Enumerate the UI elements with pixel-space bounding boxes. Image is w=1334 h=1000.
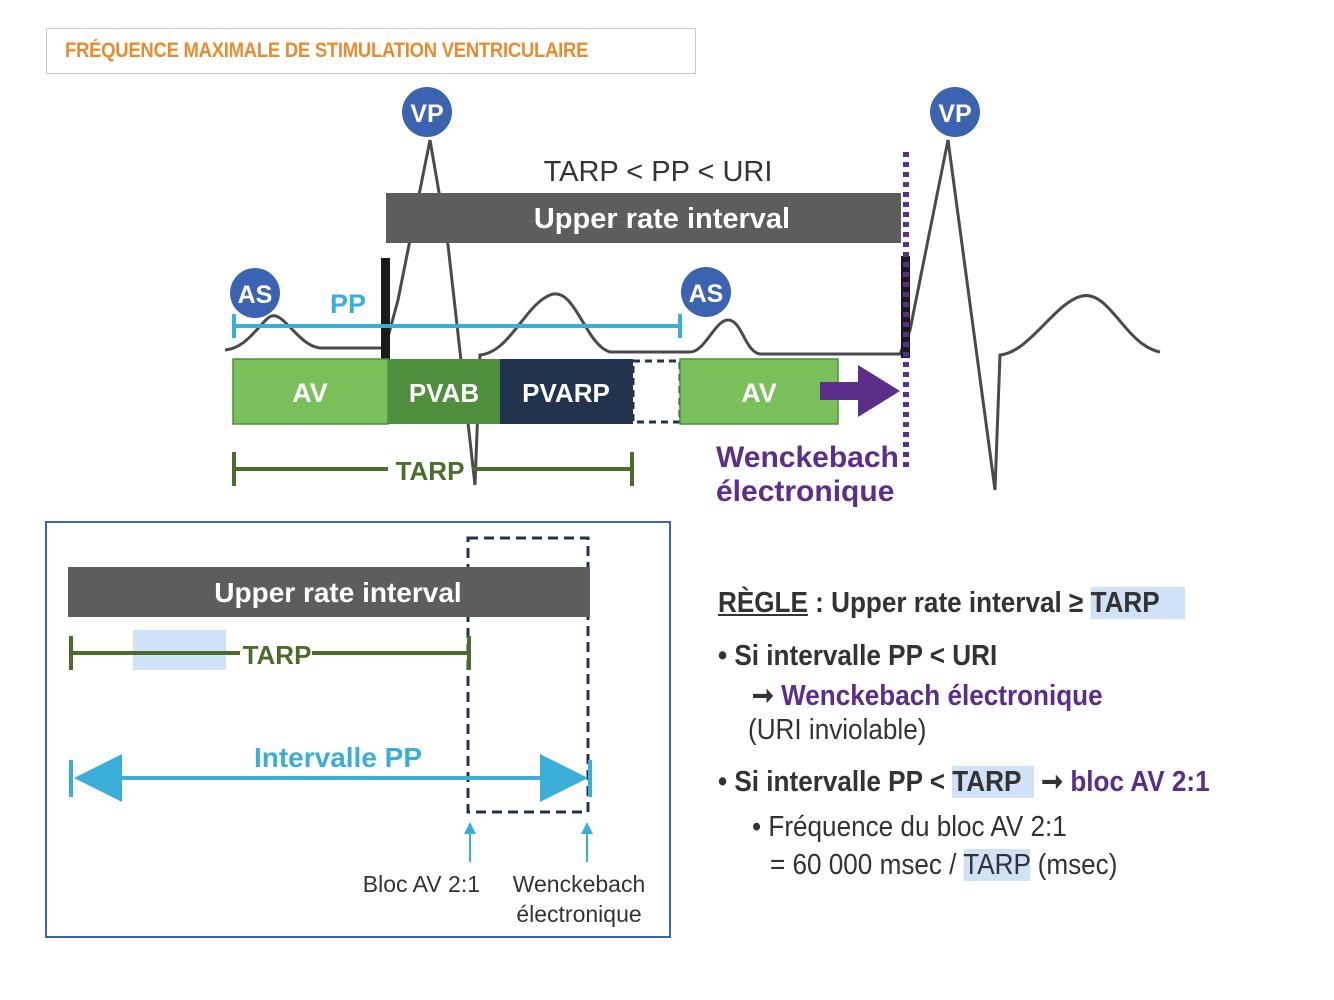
inset-upper-rate-label: Upper rate interval: [214, 577, 461, 608]
wenckebach-label-2: électronique: [716, 475, 894, 508]
rule-b2-tarp: TARP: [952, 766, 1034, 798]
seg-pvarp: [500, 359, 633, 424]
seg-pvab: [388, 359, 500, 424]
vp-marker-2: VP: [930, 87, 980, 137]
inset-wenck-label-2: électronique: [516, 901, 641, 927]
rule-b3-line1: Fréquence du bloc AV 2:1: [768, 811, 1067, 843]
rule-b1-result-line: ➞ Wenckebach électronique: [752, 680, 1103, 712]
inset-tarp-label: TARP: [243, 640, 312, 670]
rule-heading-word: RÈGLE: [718, 587, 808, 619]
wenckebach-arrow: [820, 365, 900, 417]
as-marker-1: AS: [230, 268, 280, 318]
rule-b3-tarp: TARP: [963, 849, 1031, 881]
rule-b3-post: (msec): [1030, 849, 1118, 881]
rule-b2-text: Si intervalle PP <: [734, 766, 953, 798]
inset-wenck-label-1: Wenckebach: [513, 871, 646, 897]
wenckebach-label-1: Wenckebach: [716, 441, 899, 474]
inset-box: [45, 521, 671, 938]
rule-bullet-2: • Si intervalle PP < TARP ➞ bloc AV 2:1: [718, 766, 1210, 798]
rule-b1-text: Si intervalle PP < URI: [734, 640, 998, 672]
rule-sub-1: • Fréquence du bloc AV 2:1: [752, 811, 1067, 843]
rule-heading-tarp: TARP: [1090, 587, 1185, 619]
seg-av1-label: AV: [292, 378, 328, 408]
svg-text:VP: VP: [410, 100, 443, 128]
rule-bullet-1: • Si intervalle PP < URI: [718, 640, 998, 672]
as-marker-2: AS: [681, 267, 731, 317]
rule-b1-result: Wenckebach électronique: [781, 680, 1103, 712]
vp-marker-1: VP: [402, 87, 452, 137]
upper-rate-label: Upper rate interval: [534, 203, 790, 235]
svg-text:VP: VP: [938, 100, 971, 128]
seg-av2: [679, 358, 839, 425]
rule-heading-rest: : Upper rate interval ≥: [807, 587, 1091, 619]
inset-bloc-label: Bloc AV 2:1: [363, 871, 480, 897]
seg-av2-label: AV: [741, 378, 777, 408]
rule-heading: RÈGLE : Upper rate interval ≥ TARP: [718, 587, 1185, 620]
inset-pp-label: Intervalle PP: [254, 742, 422, 773]
svg-text:AS: AS: [689, 280, 724, 308]
title-box: FRÉQUENCE MAXIMALE DE STIMULATION VENTRI…: [46, 28, 696, 74]
inset-dashed-window: [466, 536, 590, 814]
inset-highlight: [133, 630, 226, 670]
seg-gap: [631, 359, 682, 424]
atrial-blank-marker: [381, 258, 390, 360]
svg-text:AS: AS: [238, 281, 273, 309]
rule-b1-note: (URI inviolable): [748, 714, 927, 746]
ecg-trace: [224, 139, 1161, 491]
seg-pvab-label: PVAB: [409, 378, 479, 408]
seg-pvarp-label: PVARP: [522, 378, 610, 408]
inset-upper-rate-bar: [68, 567, 590, 617]
figure-title: FRÉQUENCE MAXIMALE DE STIMULATION VENTRI…: [65, 39, 589, 62]
rule-sub-2: = 60 000 msec / TARP (msec): [770, 849, 1117, 882]
rule-b2-result: bloc AV 2:1: [1070, 766, 1210, 798]
upper-rate-bar: [386, 193, 901, 243]
tarp-label: TARP: [396, 456, 465, 486]
relation-label: TARP < PP < URI: [544, 156, 773, 188]
rule-b3-pre: = 60 000 msec /: [770, 849, 964, 881]
pp-label: PP: [330, 289, 366, 319]
